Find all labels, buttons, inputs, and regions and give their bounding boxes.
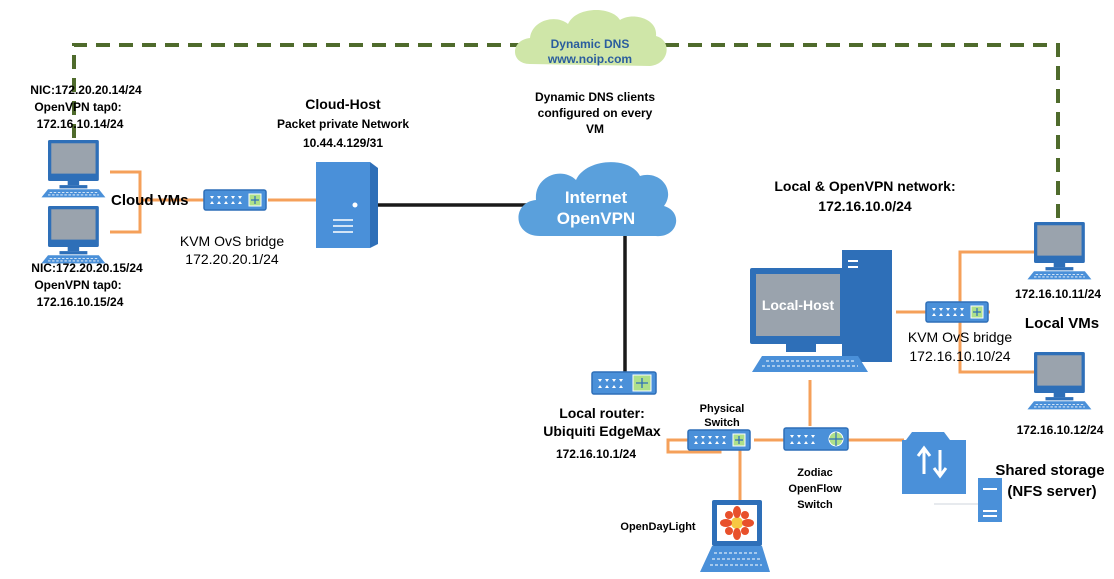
storage-subtitle: (NFS server) (1007, 483, 1096, 500)
dns-clients-line3: VM (586, 122, 604, 136)
local-ovs-bridge-icon[interactable] (925, 301, 989, 323)
local-vm-2-icon[interactable] (1027, 351, 1092, 410)
local-vm1-ip: 172.16.10.11/24 (1015, 287, 1101, 301)
wan-links (372, 203, 627, 372)
physical-switch-line1: Physical (700, 403, 745, 415)
zodiac-line1: Zodiac (797, 467, 832, 479)
opendaylight-label: OpenDayLight (620, 521, 696, 533)
local-network-subnet: 172.16.10.0/24 (818, 198, 912, 214)
internet-cloud: Internet OpenVPN (518, 162, 677, 237)
cloud-bridge-name: KVM OvS bridge (180, 233, 284, 249)
cloud-bridge-ip: 172.20.20.1/24 (185, 251, 279, 267)
local-host-computer-icon[interactable] (750, 250, 892, 372)
physical-switch-line2: Switch (704, 417, 740, 429)
dns-url: www.noip.com (547, 52, 632, 66)
cloud-host-network: Packet private Network (277, 117, 409, 131)
opendaylight-laptop-icon[interactable] (700, 500, 770, 572)
cloud-host-title: Cloud-Host (305, 96, 381, 112)
cloud-vm-1-icon[interactable] (41, 139, 106, 198)
dynamic-dns-cloud: Dynamic DNS www.noip.com (515, 9, 667, 66)
cloud-vm2-tap-label: OpenVPN tap0: (34, 278, 121, 292)
internet-label: Internet (565, 188, 628, 207)
local-vm2-ip: 172.16.10.12/24 (1017, 423, 1104, 437)
dns-clients-line1: Dynamic DNS clients (535, 90, 655, 104)
cloud-vm-2-icon[interactable] (41, 205, 106, 264)
cloud-vm1-nic: NIC:172.20.20.14/24 (30, 83, 142, 97)
cloud-ovs-bridge-icon[interactable] (203, 189, 267, 211)
cloud-vm1-tap-label: OpenVPN tap0: (34, 100, 121, 114)
cloud-vms-label: Cloud VMs (111, 192, 189, 209)
local-bridge-name: KVM OvS bridge (908, 329, 1012, 345)
nfs-server-icon[interactable] (934, 478, 1002, 522)
local-network-title: Local & OpenVPN network: (774, 178, 955, 194)
local-vm-1-icon[interactable] (1027, 221, 1092, 280)
cloud-host-server-icon[interactable] (316, 162, 378, 248)
zodiac-line3: Switch (797, 499, 833, 511)
openvpn-label: OpenVPN (557, 209, 635, 228)
zodiac-line2: OpenFlow (788, 483, 842, 495)
zodiac-openflow-switch-icon[interactable] (783, 427, 849, 451)
cloud-host-ip: 10.44.4.129/31 (303, 136, 383, 150)
local-host-label: Local-Host (762, 297, 835, 313)
shared-storage-icon[interactable] (902, 432, 966, 494)
storage-title: Shared storage (995, 462, 1104, 479)
local-bridge-ip: 172.16.10.10/24 (909, 348, 1010, 364)
local-vms-label: Local VMs (1025, 315, 1099, 332)
physical-switch-icon[interactable] (687, 429, 751, 451)
dns-dashed-link (72, 43, 1060, 228)
cloud-vm2-nic: NIC:172.20.20.15/24 (31, 261, 143, 275)
cloud-vm1-tap-ip: 172.16.10.14/24 (37, 117, 124, 131)
router-title: Local router: (559, 405, 645, 421)
dns-name: Dynamic DNS (551, 37, 630, 51)
local-router-icon[interactable] (591, 371, 657, 395)
dns-clients-line2: configured on every (538, 106, 653, 120)
cloud-vm2-tap-ip: 172.16.10.15/24 (37, 295, 124, 309)
router-model: Ubiquiti EdgeMax (543, 423, 661, 439)
router-ip: 172.16.10.1/24 (556, 447, 636, 461)
